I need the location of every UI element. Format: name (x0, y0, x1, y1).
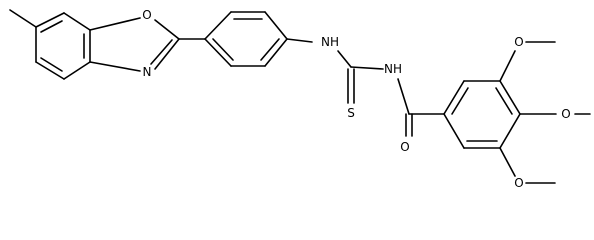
nh-carbonyl-bond (397, 78, 410, 115)
benzoxazole-nitrogen-label: N (143, 65, 152, 79)
methoxy-top-oxygen-label: O (514, 35, 523, 49)
thione-sulfur-label: S (347, 106, 355, 120)
phenyl-nh-bond (286, 38, 313, 43)
trimethoxyphenyl-ring (443, 80, 521, 149)
methyl-bond (9, 9, 37, 28)
methoxy-middle-oxygen-label: O (561, 107, 570, 121)
carbonyl-oxygen-label: O (400, 140, 409, 154)
methoxy-bottom-oxygen-label: O (514, 176, 523, 190)
methoxy-top-bond (499, 50, 516, 82)
structure-canvas: O N NH NH S O (9, 8, 591, 190)
methoxy-bottom-bond (499, 147, 516, 177)
oxazole-ring (89, 17, 180, 72)
chemical-structure-drawing: O N NH NH S O (9, 8, 591, 190)
benzoxazole-oxygen-label: O (142, 8, 151, 22)
benzoxazole-benzene-ring (35, 12, 91, 80)
thiourea-nh-acyl-label: NH (384, 62, 402, 76)
nh-thiocarbonyl-bond (337, 50, 352, 68)
thiourea-nh-aryl-label: NH (321, 35, 339, 49)
phenylene-ring (204, 11, 288, 67)
thiocarbonyl-nh-bond (350, 66, 384, 70)
